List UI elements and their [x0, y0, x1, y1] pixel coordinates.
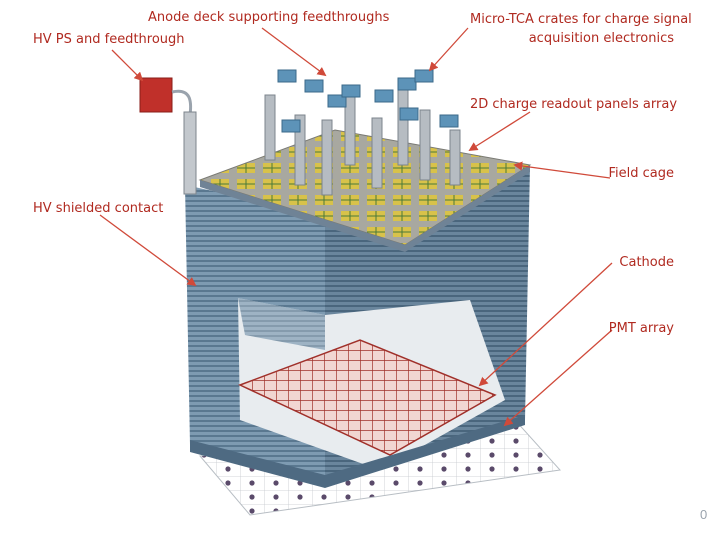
feedthroughs: [264, 89, 461, 196]
label-field-cage: Field cage: [608, 166, 674, 181]
anode-deck-edge: [200, 165, 530, 252]
label-hv-shielded: HV shielded contact: [33, 201, 164, 216]
cutaway-inner-wall: [238, 298, 325, 350]
cathode-grid: [238, 339, 497, 456]
label-microtca-line2: acquisition electronics: [528, 31, 674, 46]
label-microtca-line1: Micro-TCA crates for charge signal: [470, 12, 692, 27]
hv-feedthrough-tube: [183, 111, 197, 195]
hv-cable: [171, 89, 193, 116]
label-cathode: Cathode: [619, 255, 674, 270]
slide-number: 0: [700, 507, 708, 522]
label-readout-panels: 2D charge readout panels array: [470, 97, 678, 112]
label-pmt-array: PMT array: [608, 321, 674, 336]
micro-tca-crates: [277, 69, 459, 133]
field-cage-bottom-edge: [190, 415, 525, 488]
label-hv-ps: HV PS and feedthrough: [33, 32, 185, 47]
hv-ps-box: [139, 77, 173, 113]
label-anode-deck: Anode deck supporting feedthroughs: [148, 10, 390, 25]
leader-lines: [99, 27, 613, 427]
